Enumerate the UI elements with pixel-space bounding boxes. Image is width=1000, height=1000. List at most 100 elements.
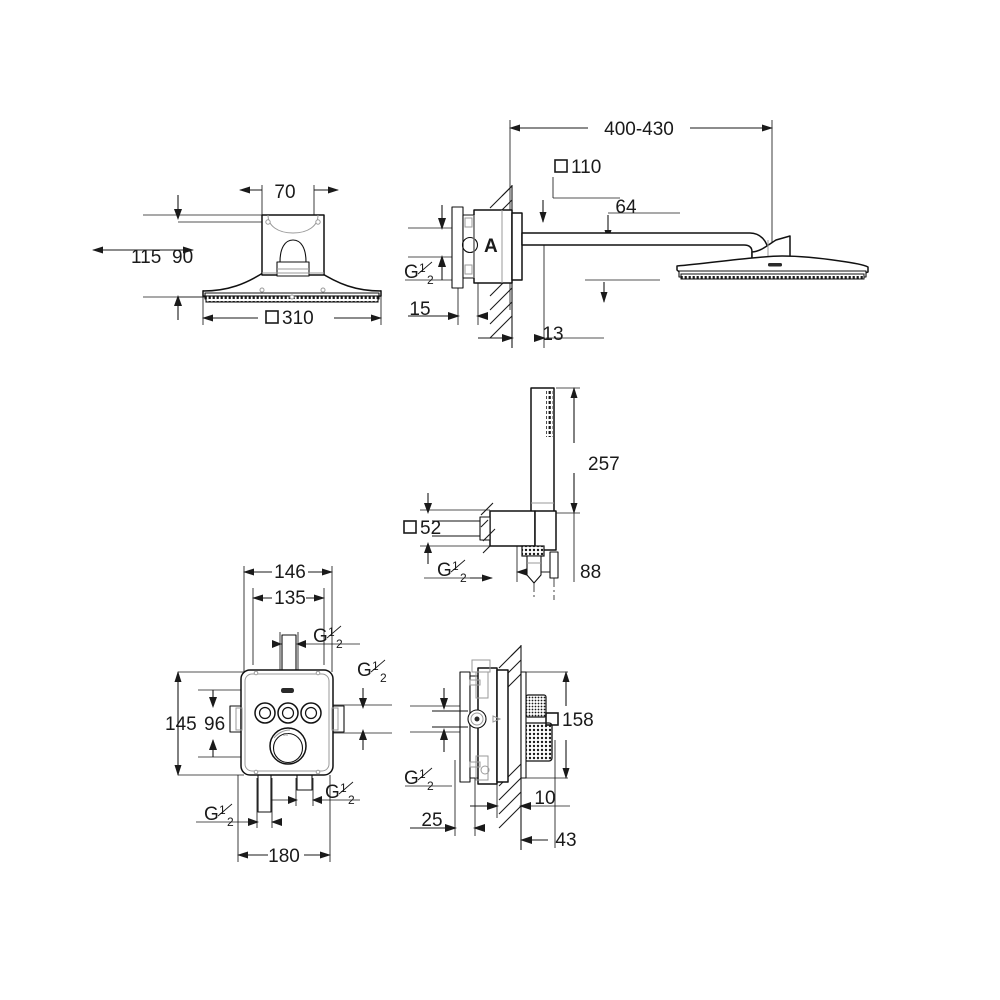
temperature-dial-knob[interactable] [272, 732, 304, 764]
label-43: 43 [555, 830, 576, 851]
label-110: 110 [571, 157, 601, 178]
square-symbol-158 [545, 712, 559, 726]
thread-g-ts: G [404, 768, 419, 789]
arrow-90-down [174, 209, 182, 220]
hose-connector-cone [526, 555, 542, 584]
frac-slash-arm [417, 261, 433, 275]
thread-g-tf-bl: G [204, 804, 219, 825]
frac-slash-tf-right [370, 659, 386, 673]
label-15: 15 [409, 299, 430, 320]
thread-den-ts: 2 [427, 779, 434, 793]
button-right-inner [304, 706, 318, 720]
thread-g-holder: G [437, 560, 452, 581]
shower-arm [521, 232, 769, 263]
label-g12-tf-right: G 1 2 [357, 659, 387, 685]
body-screw-center [289, 294, 295, 300]
thread-g-tf-br: G [325, 782, 340, 803]
label-96: 96 [204, 714, 225, 735]
arrow-g12-up [438, 255, 446, 267]
label-g12-tf-br: G 1 2 [325, 781, 355, 807]
thermostat-bottom-left-outlet [257, 774, 272, 813]
arm-wall-flange [511, 212, 523, 281]
label-158-group: 158 [545, 710, 594, 731]
arrow-25-a [445, 824, 457, 832]
view-thermostat-front: 38 [174, 566, 392, 862]
faceplate-screw-tr [315, 670, 321, 676]
arrow-15-a [448, 312, 460, 320]
body-screw-right [320, 287, 326, 293]
cartridge-bottom-body [475, 755, 489, 781]
holder-wall-hatch [480, 502, 496, 554]
flow-direction-marker [492, 715, 502, 723]
label-64: 64 [615, 197, 637, 218]
thread-num-ts: 1 [419, 767, 426, 781]
head-shower-joint-dome [279, 239, 307, 263]
label-25: 25 [421, 810, 442, 831]
cartridge-seal-bottom [469, 761, 481, 768]
thread-den-holder: 2 [460, 571, 467, 585]
thread-g-arm: G [404, 262, 419, 283]
thread-num-tf-right: 1 [372, 659, 379, 673]
arrow-g12-side-down [440, 698, 448, 710]
cartridge-seal-top [469, 679, 481, 686]
faceplate-screw-br [315, 769, 321, 775]
label-146: 146 [274, 562, 306, 583]
button-left-inner [258, 706, 272, 720]
arrow-g12-top-a [272, 640, 282, 648]
holder-inlet-stub [479, 516, 491, 541]
thread-den-tf-right: 2 [380, 671, 387, 685]
label-400-430: 400-430 [604, 119, 674, 140]
thread-den-tf-br: 2 [348, 793, 355, 807]
head-shower-side-spray-face [680, 273, 865, 280]
label-180: 180 [268, 846, 300, 867]
label-g12-ts: G 1 2 [404, 767, 434, 793]
thread-den-tf-top: 2 [336, 637, 343, 651]
body-screw-left [259, 287, 265, 293]
thread-num-tf-br: 1 [340, 781, 347, 795]
square-symbol-310 [265, 310, 279, 324]
valve-inlet-port [461, 236, 479, 254]
label-13: 13 [542, 324, 563, 345]
thread-den-arm: 2 [427, 273, 434, 287]
arrow-96-down [209, 697, 217, 708]
label-g12-tf-bl: G 1 2 [204, 803, 234, 829]
label-88: 88 [580, 562, 601, 583]
faceplate-screw-tl [253, 670, 259, 676]
faceplate-clip-left [235, 707, 243, 731]
head-shower-logo-slot [768, 263, 782, 267]
thermostat-faceplate-inner [244, 673, 330, 772]
view-shower-arm-side: A [405, 120, 869, 348]
label-g12-holder: G 1 2 [437, 559, 467, 585]
button-center-inner [281, 706, 295, 720]
frac-slash-holder [450, 559, 466, 573]
side-button-block [525, 694, 547, 718]
thermostat-body-front [477, 667, 498, 785]
frac-slash-tf-br [338, 781, 354, 795]
arrow-13-a [502, 334, 514, 342]
dial-scale-arc [273, 729, 291, 739]
label-158: 158 [562, 710, 594, 731]
holder-block-right [534, 510, 557, 551]
square-symbol-52 [403, 520, 417, 534]
hand-shower-spray-strip [546, 389, 553, 437]
frac-slash-tf-bl [217, 803, 233, 817]
label-145: 145 [165, 714, 197, 735]
arrow-25-b [473, 824, 485, 832]
mount-screw-left [265, 219, 271, 225]
frac-slash-tf-top [326, 625, 342, 639]
hose-nut-knurl [521, 545, 545, 557]
label-52-group: 52 [403, 518, 441, 539]
label-70: 70 [274, 182, 295, 203]
side-faceplate [520, 671, 527, 779]
label-g12-tf-top: G 1 2 [313, 625, 343, 651]
arrow-g12-down [438, 218, 446, 230]
arrow-88 [516, 568, 528, 576]
arrow-g12-right-down [359, 698, 367, 709]
view-head-shower-front [92, 185, 382, 325]
label-257: 257 [588, 454, 620, 475]
thread-num-holder: 1 [452, 559, 459, 573]
label-g12-arm: G 1 2 [404, 261, 434, 287]
arrow-g12-bl-a [248, 818, 259, 826]
arrow-g12-bl-b [271, 818, 282, 826]
